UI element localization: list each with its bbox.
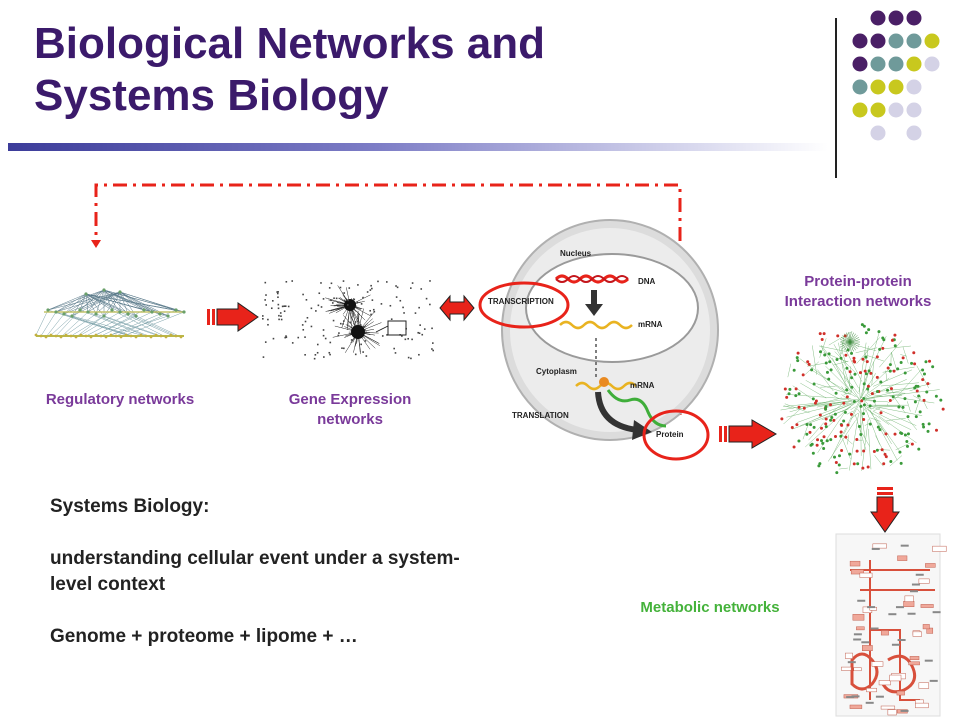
cell-illustration: Nucleus DNA mRNA TRANSCRIPTION Cytoplasm…	[478, 219, 719, 461]
label-gene-expression-line-1: Gene Expression	[288, 391, 412, 408]
body-line-2: understanding cellular event under a sys…	[50, 548, 460, 569]
arrow-cell-to-ppi	[719, 419, 777, 449]
arrow-ppi-to-metabolic	[870, 487, 900, 533]
label-metabolic-networks: Metabolic networks	[640, 599, 780, 616]
vertical-divider	[835, 18, 837, 178]
title-line-2: Systems Biology	[34, 71, 389, 120]
label-translation: TRANSLATION	[512, 411, 569, 420]
nucleus-shape	[525, 253, 699, 363]
label-gene-expression-line-2: networks	[317, 411, 383, 428]
feedback-arrowhead	[91, 240, 101, 248]
body-text: Systems Biology: understanding cellular …	[50, 494, 590, 650]
body-line-4: Genome + proteome + lipome + …	[50, 626, 358, 647]
label-mrna-nucleus: mRNA	[638, 320, 663, 329]
body-line-3: level context	[50, 574, 166, 595]
label-cytoplasm: Cytoplasm	[536, 367, 577, 376]
title-underline	[8, 143, 828, 151]
metabolic-network-graphic	[835, 533, 947, 717]
network-diagram: Nucleus DNA mRNA TRANSCRIPTION Cytoplasm…	[34, 183, 947, 717]
transcription-highlight	[478, 281, 570, 329]
label-ppi-networks: Protein-protein Interaction networks	[758, 272, 958, 312]
decorative-dot-grid	[852, 10, 940, 141]
body-line-1: Systems Biology:	[50, 496, 210, 517]
arrow-regulatory-to-gene	[207, 302, 259, 332]
label-dna: DNA	[638, 277, 656, 286]
label-transcription: TRANSCRIPTION	[488, 297, 554, 306]
label-nucleus: Nucleus	[560, 249, 592, 258]
label-protein: Protein	[656, 430, 684, 439]
regulatory-network-graphic	[34, 288, 186, 339]
transcription-arrow	[585, 304, 603, 316]
label-gene-expression-networks: Gene Expression networks	[255, 390, 445, 430]
title-line-1: Biological Networks and	[34, 19, 545, 68]
mrna-nucleus	[559, 320, 633, 330]
ppi-network-graphic	[780, 323, 945, 475]
label-regulatory-networks: Regulatory networks	[45, 391, 195, 408]
slide-title: Biological Networks and Systems Biology	[34, 18, 754, 122]
protein-strand	[606, 389, 667, 428]
feedback-loop-line	[94, 183, 682, 415]
label-ppi-line-1: Protein-protein	[804, 273, 912, 290]
label-ppi-line-2: Interaction networks	[784, 293, 932, 310]
protein-highlight	[642, 409, 710, 461]
gene-expression-network-graphic	[262, 280, 434, 360]
translation-arrow	[595, 391, 639, 433]
label-mrna-cytoplasm: mRNA	[630, 381, 655, 390]
double-arrow-gene-cell	[439, 294, 475, 322]
